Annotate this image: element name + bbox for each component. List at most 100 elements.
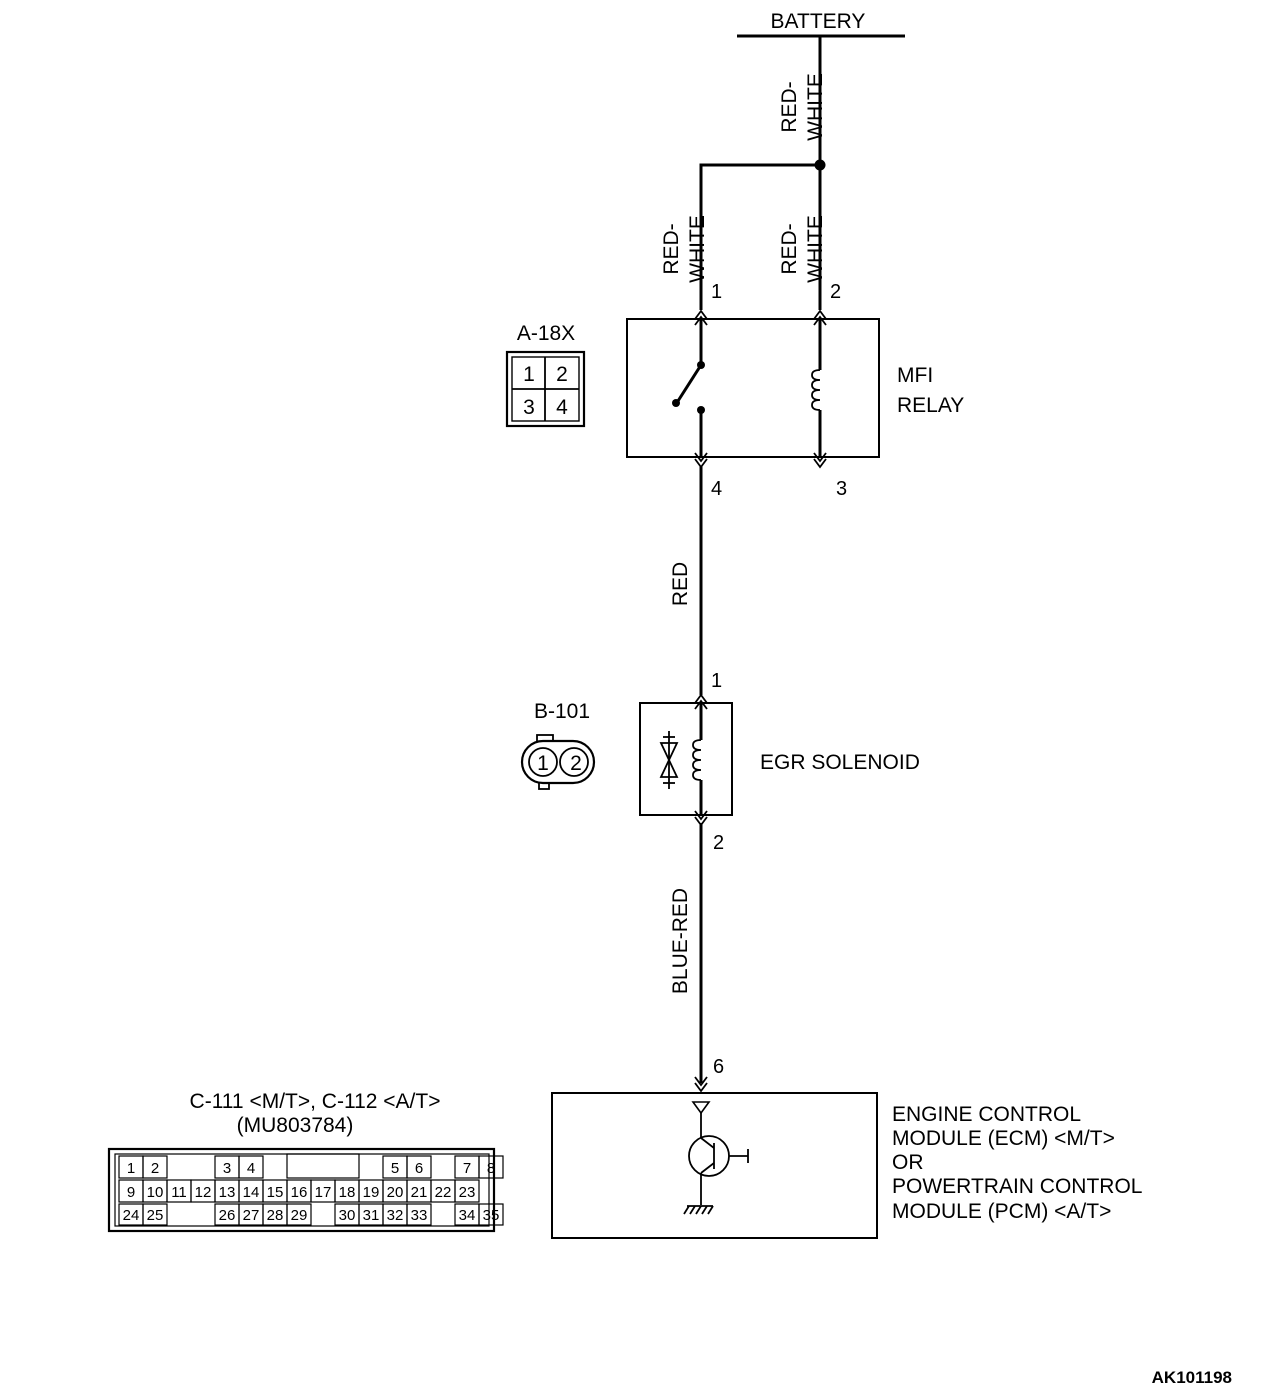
relay-pin-2: 2 <box>830 281 841 303</box>
ecm-connector-cell: 30 <box>339 1207 356 1224</box>
wire-label-relay-pin2: RED-WHITE <box>778 215 827 283</box>
mfi-relay-label-1: MFI <box>897 364 933 387</box>
relay-connector-name: A-18X <box>517 322 575 345</box>
solenoid-valve-symbol <box>659 731 679 789</box>
solenoid-connector-cell-2: 2 <box>570 752 582 775</box>
solenoid-connector-name: B-101 <box>534 700 590 723</box>
relay-coil-symbol <box>811 319 822 457</box>
ecm-connector-cell: 21 <box>411 1184 428 1201</box>
ecm-connector-cell: 7 <box>463 1160 471 1177</box>
relay-connector-cell-3: 3 <box>523 396 535 419</box>
ecm-connector-cell: 4 <box>247 1160 255 1177</box>
ecm-connector-cell: 17 <box>315 1184 332 1201</box>
relay-switch-symbol <box>672 319 705 457</box>
wire-label-red: RED <box>669 562 692 606</box>
ecm-connector-cell: 13 <box>219 1184 236 1201</box>
transistor-symbol <box>688 1101 749 1205</box>
mfi-relay-label-2: RELAY <box>897 394 964 417</box>
relay-connector-cell-1: 1 <box>523 363 535 386</box>
ecm-label-line-2: MODULE (ECM) <M/T> <box>892 1127 1115 1150</box>
relay-pin-1: 1 <box>711 281 722 303</box>
ecm-connector-cell: 35 <box>483 1207 500 1224</box>
egr-solenoid: 1 2 EGR SOLENOID <box>639 670 920 854</box>
ecm-connector-cell-border <box>238 1155 264 1179</box>
egr-solenoid-box <box>639 702 733 816</box>
ecm-connector-cell: 16 <box>291 1184 308 1201</box>
ecm-connector-cell: 5 <box>391 1160 399 1177</box>
ecm-connector-cell: 22 <box>435 1184 452 1201</box>
ecm-connector-cell-border <box>286 1203 312 1226</box>
ecm-connector-cell: 1 <box>127 1160 135 1177</box>
ecm-connector-cell: 15 <box>267 1184 284 1201</box>
ecm-module-box <box>551 1092 878 1239</box>
solenoid-pin2-connector-mark <box>694 810 708 821</box>
ground-icon <box>683 1205 714 1215</box>
ecm-connector-cell-border <box>478 1155 504 1179</box>
ecm-connector-cell-border <box>478 1203 504 1226</box>
ecm-connector-cell: 20 <box>387 1184 404 1201</box>
ecm-connector-cell: 8 <box>487 1160 495 1177</box>
wire-label-blue-red: BLUE-RED <box>669 888 692 994</box>
solenoid-pin1-connector-mark-2 <box>694 699 708 710</box>
ecm-connector-cell-border <box>142 1203 168 1226</box>
relay-pin2-connector-mark-2 <box>813 315 827 326</box>
ecm-connector-cell: 27 <box>243 1207 260 1224</box>
ecm-connector-cell: 3 <box>223 1160 231 1177</box>
relay-pin4-connector-mark <box>694 452 708 463</box>
solenoid-connector-b101: B-101 1 2 <box>520 700 596 790</box>
ecm-connector-cell-border <box>454 1179 480 1203</box>
ecm-connector-cell: 24 <box>123 1207 140 1224</box>
ecm-connector-cell: 25 <box>147 1207 164 1224</box>
ecm-connector-cell: 34 <box>459 1207 476 1224</box>
ecm-module: 6 ENGINE CONTROL MODULE (ECM) <M/T> OR <box>551 1056 1142 1239</box>
ecm-connector-cell: 2 <box>151 1160 159 1177</box>
ecm-connector-cell: 14 <box>243 1184 260 1201</box>
ecm-connector-cell: 26 <box>219 1207 236 1224</box>
mfi-relay-box <box>626 318 880 458</box>
solenoid-pin-2: 2 <box>713 832 724 854</box>
relay-pin1-connector-mark <box>694 309 708 320</box>
ecm-pin6-connector-mark-2 <box>694 1076 708 1087</box>
solenoid-connector-cell-1: 1 <box>537 752 549 775</box>
ecm-connector-cell: 11 <box>171 1184 187 1201</box>
ecm-connector-cell: 6 <box>415 1160 423 1177</box>
wire-label-battery-feed: RED-WHITE <box>778 73 827 141</box>
ecm-connector-cell: 23 <box>459 1184 476 1201</box>
ecm-label-line-5: MODULE (PCM) <A/T> <box>892 1200 1111 1223</box>
wire-label-relay-pin1: RED-WHITE <box>660 215 709 283</box>
ecm-connector-part-number: (MU803784) <box>237 1114 354 1137</box>
splice-point <box>814 159 826 171</box>
solenoid-pin2-connector-mark-2 <box>694 816 708 827</box>
solenoid-pin1-connector-mark <box>694 693 708 704</box>
ecm-connector-cell-border <box>142 1155 168 1179</box>
ecm-label-line-4: POWERTRAIN CONTROL <box>892 1175 1142 1198</box>
ecm-connector-cell: 29 <box>291 1207 308 1224</box>
solenoid-connector-body <box>520 739 596 785</box>
ecm-connector-cell: 33 <box>411 1207 428 1224</box>
ecm-connector-cell: 31 <box>363 1207 380 1224</box>
solenoid-coil-symbol <box>692 703 703 815</box>
ecm-connector-cell: 10 <box>147 1184 164 1201</box>
battery: BATTERY <box>737 10 905 38</box>
relay-connector-cell-4: 4 <box>556 396 568 419</box>
ecm-connector-cell: 32 <box>387 1207 404 1224</box>
egr-solenoid-label: EGR SOLENOID <box>760 751 920 774</box>
reference-code: AK101198 <box>1152 1368 1232 1387</box>
ecm-connector-cell: 9 <box>127 1184 135 1201</box>
relay-pin-4: 4 <box>711 478 722 500</box>
relay-pin3-connector-mark <box>813 452 827 463</box>
relay-connector-cell-2: 2 <box>556 363 568 386</box>
ecm-connector-cell: 19 <box>363 1184 380 1201</box>
ecm-connector-outer <box>107 1147 496 1233</box>
solenoid-connector-pin-2-circle <box>559 747 589 777</box>
relay-connector-outer <box>505 350 586 428</box>
solenoid-pin-1: 1 <box>711 670 722 692</box>
wire-labels: RED-WHITE RED-WHITE RED-WHITE RED BLUE-R… <box>660 73 827 994</box>
battery-label: BATTERY <box>771 10 866 33</box>
ecm-label-line-1: ENGINE CONTROL <box>892 1103 1081 1126</box>
ecm-connector-cell: 28 <box>267 1207 284 1224</box>
relay-pin1-feed-wire <box>699 163 820 310</box>
mfi-relay: 1 2 4 3 MFI RELAY <box>626 281 964 500</box>
